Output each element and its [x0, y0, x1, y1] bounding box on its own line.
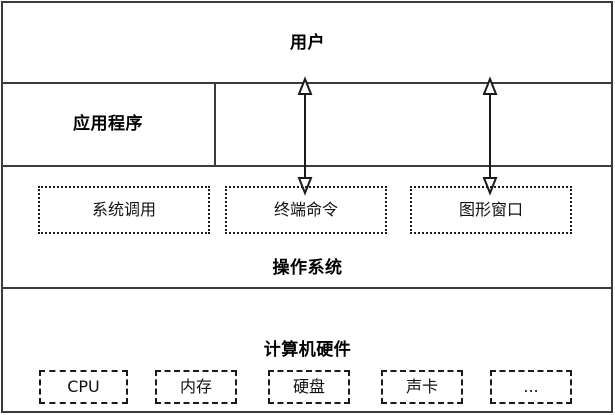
hardware-component-sound-card-label: 声卡	[405, 377, 438, 396]
user-to-graphical-window-arrow	[482, 76, 498, 196]
user-to-terminal-command-arrow	[297, 76, 313, 196]
os-interface-graphical-window-label: 图形窗口	[458, 200, 523, 219]
divider-application-cell	[214, 83, 216, 165]
divider-os-hardware	[1, 287, 613, 289]
os-interface-terminal-command-label: 终端命令	[273, 200, 338, 219]
hardware-component-cpu[interactable]: CPU	[39, 370, 128, 404]
hardware-component-cpu-label: CPU	[67, 377, 100, 396]
hardware-component-more-label: ...	[523, 377, 539, 396]
hardware-component-memory-label: 内存	[179, 377, 212, 396]
divider-application-os	[1, 165, 613, 167]
hardware-component-hard-disk[interactable]: 硬盘	[268, 370, 350, 404]
os-interface-graphical-window[interactable]: 图形窗口	[410, 186, 572, 234]
os-interface-system-call-label: 系统调用	[91, 200, 156, 219]
hardware-layer-label: 计算机硬件	[263, 340, 352, 360]
hardware-component-more[interactable]: ...	[490, 370, 572, 404]
hardware-component-hard-disk-label: 硬盘	[292, 377, 325, 396]
os-interface-terminal-command[interactable]: 终端命令	[225, 186, 387, 234]
os-interface-system-call[interactable]: 系统调用	[38, 186, 210, 234]
application-layer-label: 应用程序	[73, 114, 143, 134]
operating-system-layer-label: 操作系统	[272, 258, 343, 278]
user-layer-label: 用户	[290, 33, 325, 53]
hardware-component-memory[interactable]: 内存	[155, 370, 237, 404]
hardware-component-sound-card[interactable]: 声卡	[381, 370, 463, 404]
